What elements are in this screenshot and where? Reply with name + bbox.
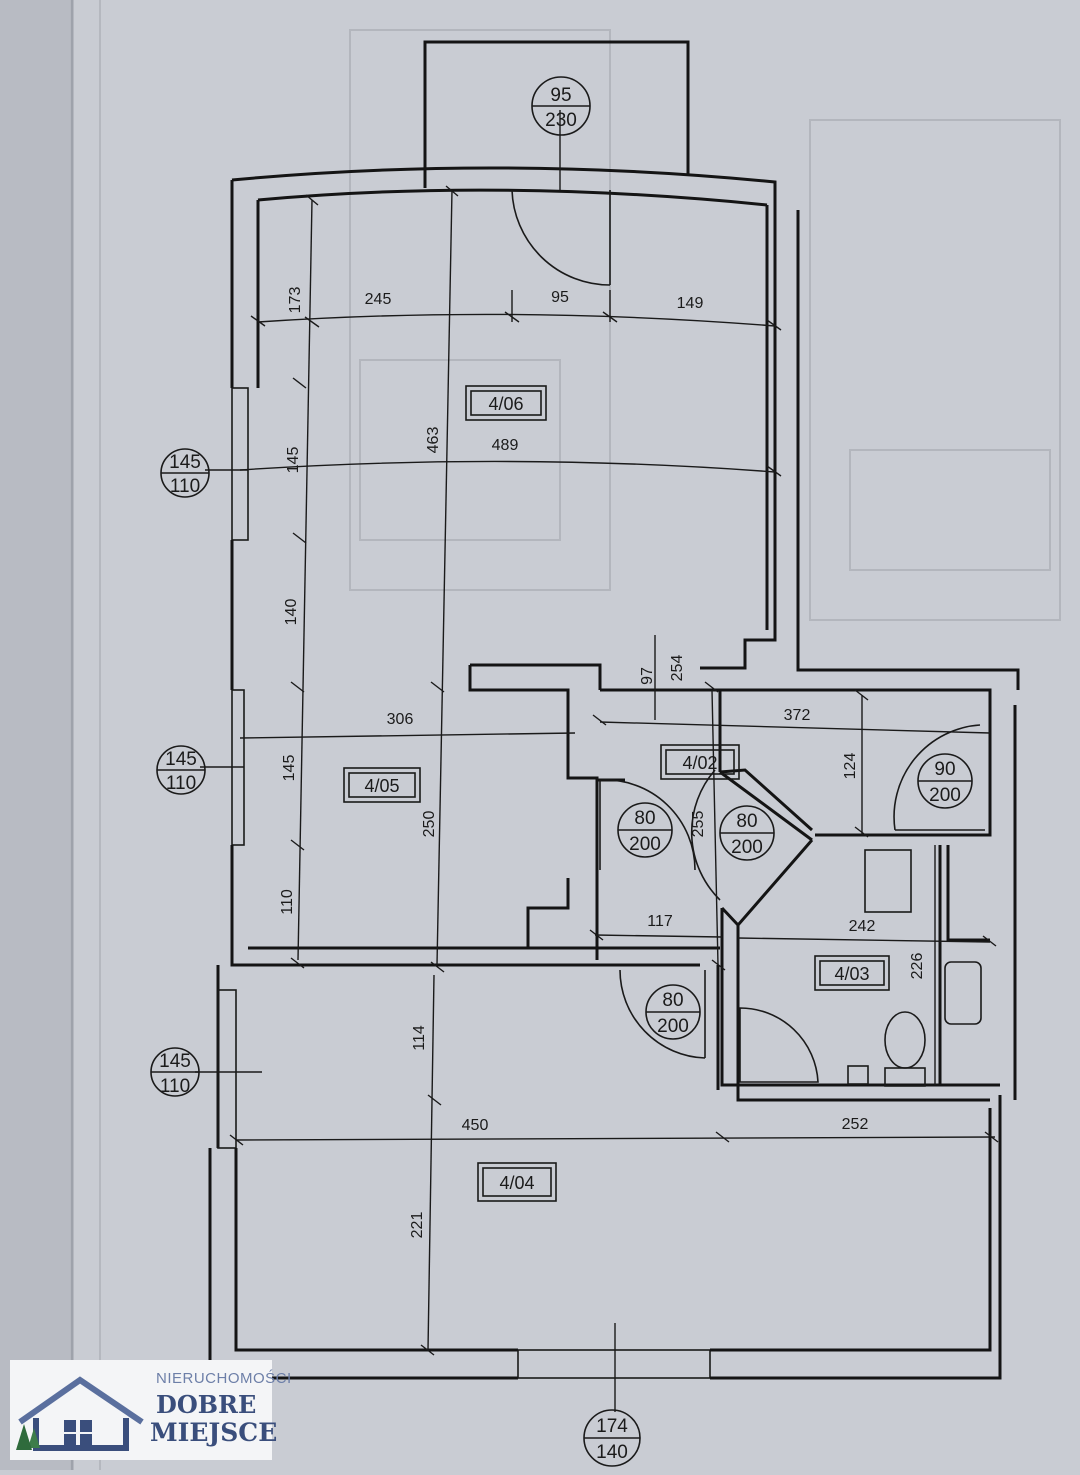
dimension-label: 245 <box>365 291 392 308</box>
house-logo-icon <box>16 1376 144 1451</box>
room-id: 4/03 <box>834 964 869 984</box>
page-shadow <box>0 0 70 1470</box>
room-id: 4/05 <box>364 776 399 796</box>
svg-text:90: 90 <box>934 759 955 780</box>
opening-marker-door: 80 200 <box>719 805 775 861</box>
svg-text:80: 80 <box>634 808 655 829</box>
dimension-label: 255 <box>690 811 707 838</box>
dimension-label: 117 <box>647 913 673 930</box>
dimension-label: 145 <box>285 447 302 474</box>
doors <box>511 189 985 1059</box>
dimension-label: 463 <box>425 427 442 454</box>
sink-icon <box>944 961 982 1025</box>
svg-text:200: 200 <box>929 785 961 806</box>
dimension-label: 254 <box>669 655 686 682</box>
dimension-label: 226 <box>909 953 926 980</box>
dimension-label: 110 <box>279 889 296 915</box>
svg-text:200: 200 <box>731 837 763 858</box>
dimension-label: 306 <box>387 711 414 728</box>
dimension-label: 149 <box>677 295 704 312</box>
dimension-label: 140 <box>283 599 300 626</box>
bleed-through <box>349 29 1061 621</box>
dimension-label: 95 <box>551 289 569 306</box>
svg-text:95: 95 <box>550 85 571 106</box>
opening-marker-balcony-door: 95 230 <box>531 76 591 136</box>
svg-text:200: 200 <box>629 834 661 855</box>
toilet-tank-icon <box>884 1067 926 1087</box>
dimension-label: 242 <box>849 918 876 935</box>
room-label-4-02: 4/02 <box>660 744 740 780</box>
dimension-label: 489 <box>492 437 519 454</box>
room-id: 4/04 <box>499 1173 534 1193</box>
svg-text:200: 200 <box>657 1016 689 1037</box>
logo-name-line1: DOBRE <box>156 1390 257 1419</box>
room-label-4-06: 4/06 <box>465 385 547 421</box>
agency-logo: NIERUCHOMOŚCI DOBRE MIEJSCE <box>10 1360 291 1460</box>
svg-text:110: 110 <box>166 773 196 794</box>
dimension-lines <box>195 110 996 1412</box>
shaft-icon <box>847 1065 869 1085</box>
logo-name-line2: MIEJSCE <box>150 1418 278 1447</box>
opening-marker-door: 80 200 <box>645 984 701 1040</box>
room-label-4-04: 4/04 <box>477 1162 557 1202</box>
svg-text:230: 230 <box>545 110 577 131</box>
room-id: 4/02 <box>682 753 717 773</box>
svg-text:145: 145 <box>169 452 201 473</box>
logo-tagline: NIERUCHOMOŚCI <box>156 1370 292 1387</box>
interior-walls <box>468 663 1000 1102</box>
room-label-4-03: 4/03 <box>814 955 890 991</box>
dimension-label: 252 <box>842 1116 869 1133</box>
dimension-label: 450 <box>462 1117 489 1134</box>
svg-text:145: 145 <box>159 1051 191 1072</box>
opening-markers: 95 230 145 110 145 110 145 110 80 200 80… <box>150 76 973 1467</box>
shower-icon <box>739 1007 819 1083</box>
room-labels: 4/06 4/05 4/02 4/03 4/04 <box>343 385 890 1202</box>
opening-marker-door: 80 200 <box>617 802 673 858</box>
dimension-label: 173 <box>287 287 304 314</box>
svg-text:110: 110 <box>160 1076 190 1097</box>
opening-marker-window: 145 110 <box>150 1047 200 1097</box>
dimension-label: 372 <box>784 707 811 724</box>
opening-marker-window: 145 110 <box>160 448 210 498</box>
dimension-label: 97 <box>639 667 656 685</box>
svg-text:174: 174 <box>596 1416 628 1437</box>
svg-text:140: 140 <box>596 1442 628 1463</box>
washing-machine-icon <box>864 849 912 913</box>
outer-walls <box>208 166 1020 1380</box>
dimension-label: 124 <box>842 753 859 780</box>
dimension-label: 221 <box>409 1212 426 1239</box>
svg-text:80: 80 <box>662 990 683 1011</box>
svg-text:110: 110 <box>170 476 200 497</box>
svg-text:80: 80 <box>736 811 757 832</box>
opening-marker-door: 90 200 <box>917 753 973 809</box>
room-label-4-05: 4/05 <box>343 767 421 803</box>
dimension-label: 145 <box>281 755 298 782</box>
dimension-label: 114 <box>411 1025 428 1051</box>
bathroom-fixtures <box>739 849 982 1087</box>
opening-marker-window: 145 110 <box>156 745 206 795</box>
svg-text:145: 145 <box>165 749 197 770</box>
dimension-ticks <box>229 185 999 1356</box>
opening-marker-window: 174 140 <box>583 1409 641 1467</box>
balcony-wall <box>423 40 690 188</box>
room-id: 4/06 <box>488 394 523 414</box>
dimension-labels: 173 245 95 149 145 463 489 140 97 254 30… <box>279 287 926 1239</box>
dimension-label: 250 <box>421 811 438 838</box>
toilet-icon <box>884 1011 926 1069</box>
